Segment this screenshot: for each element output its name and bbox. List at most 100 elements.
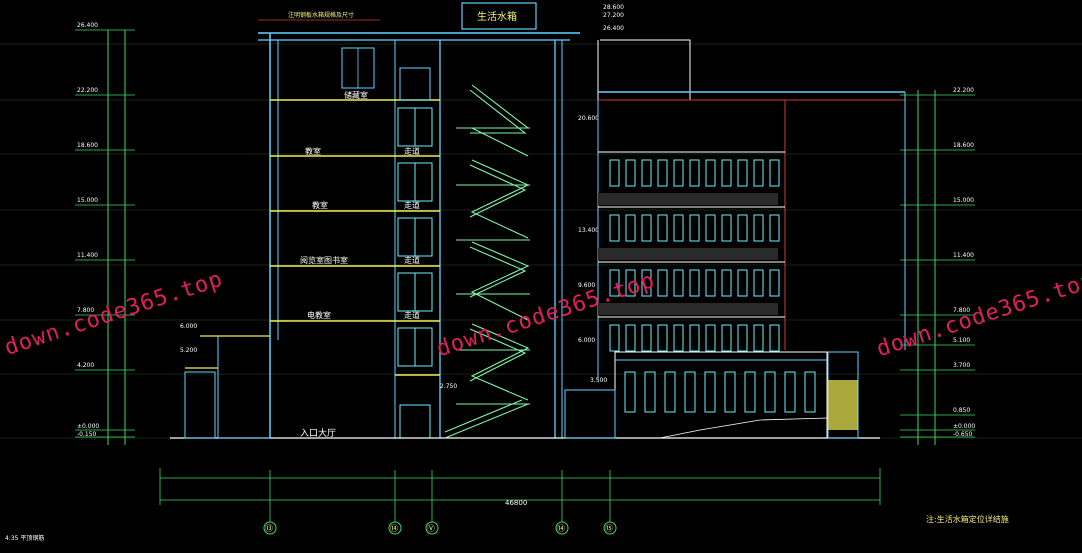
annex-window	[644, 371, 656, 413]
facade-window	[641, 324, 652, 352]
elev-right-0: 22.200	[953, 87, 974, 94]
facade-window	[705, 214, 716, 242]
facade-window	[753, 324, 764, 352]
elev-right-8: ±0.000	[953, 423, 975, 430]
facade-windows	[609, 159, 780, 352]
elev-left-3: 15.000	[77, 197, 98, 204]
facade-window	[689, 324, 700, 352]
facade-window	[641, 214, 652, 242]
total-dimension: 46800	[505, 499, 527, 507]
mid-elev-5: 3.500	[590, 377, 607, 384]
elev-left-0: 26.400	[77, 22, 98, 29]
mid-elev-4: 2.750	[440, 383, 457, 390]
facade-window	[769, 214, 780, 242]
elev-right-1: 18.600	[953, 142, 974, 149]
entrance-hall-label: 入口大厅	[300, 427, 336, 439]
annex-window	[804, 371, 816, 413]
annex-windows	[624, 371, 816, 413]
corridor-label-2: 走道	[404, 200, 420, 210]
room-label-3: 阅览室图书室	[300, 255, 348, 265]
elev-left-4: 11.400	[77, 252, 98, 259]
elev-right-6: 3.700	[953, 362, 970, 369]
mid-elev-7: 5.200	[180, 347, 197, 354]
annex-window	[664, 371, 676, 413]
facade-window	[753, 159, 764, 187]
facade-window	[641, 269, 652, 297]
stair	[444, 84, 530, 439]
facade-window	[705, 269, 716, 297]
facade-window	[609, 269, 620, 297]
facade-window	[657, 324, 668, 352]
facade-window	[609, 324, 620, 352]
facade-block	[564, 39, 906, 439]
facade-window	[625, 214, 636, 242]
facade-window	[673, 159, 684, 187]
room-label-2: 教室	[312, 200, 328, 210]
annex-window	[724, 371, 736, 413]
facade-window	[673, 324, 684, 352]
axis-label-1: ⑭	[390, 524, 398, 533]
elev-right-5: 5.100	[953, 337, 970, 344]
facade-window	[753, 269, 764, 297]
elev-right-4: 7.800	[953, 307, 970, 314]
facade-window	[689, 214, 700, 242]
annex-window	[744, 371, 756, 413]
facade-window	[657, 269, 668, 297]
corridor-label-4: 走道	[404, 310, 420, 320]
mid-elev-6: 6.000	[180, 323, 197, 330]
facade-window	[721, 269, 732, 297]
mid-elev-3: 6.000	[578, 337, 595, 344]
axis-label-2: Ⓥ	[427, 524, 435, 533]
facade-window	[641, 159, 652, 187]
facade-window	[705, 324, 716, 352]
facade-window	[689, 269, 700, 297]
mid-elev-1: 13.400	[578, 227, 599, 234]
facade-window	[737, 269, 748, 297]
water-tank: 生活水箱	[461, 2, 537, 30]
bottom-dimensions	[159, 468, 881, 522]
facade-window	[737, 159, 748, 187]
facade-window	[721, 214, 732, 242]
corridor-label-3: 走道	[404, 255, 420, 265]
elev-left-7: ±0.000	[77, 423, 99, 430]
facade-window	[689, 159, 700, 187]
bottom-note: 注:生活水箱定位详结施	[926, 514, 1009, 524]
facade-window	[609, 159, 620, 187]
facade-window	[625, 269, 636, 297]
room-label-1: 教室	[305, 146, 321, 156]
elev-left-1: 22.200	[77, 87, 98, 94]
axis-label-4: ⑮	[605, 524, 613, 533]
facade-window	[705, 159, 716, 187]
annex-window	[684, 371, 696, 413]
right-dimension-column: 22.200 18.600 15.000 11.400 7.800 5.100 …	[900, 87, 975, 445]
elev-top-0: 28.600	[603, 4, 624, 11]
elev-right-2: 15.000	[953, 197, 974, 204]
elev-left-6: 4.200	[77, 362, 94, 369]
elev-right-9: -0.650	[953, 431, 973, 438]
facade-window	[625, 324, 636, 352]
facade-window	[753, 214, 764, 242]
watermark-2: down.code365.top	[434, 268, 658, 362]
facade-window	[769, 269, 780, 297]
room-label-4: 电教室	[307, 310, 331, 320]
axis-label-3: ⑭	[557, 524, 565, 533]
facade-window	[769, 159, 780, 187]
elev-left-8: -0.150	[77, 431, 97, 438]
annex-window	[764, 371, 776, 413]
facade-window	[769, 324, 780, 352]
facade-window	[673, 269, 684, 297]
top-note: 注明钢板水箱规格及尺寸	[288, 11, 354, 19]
elev-top-2: 26.400	[603, 25, 624, 32]
facade-window	[721, 159, 732, 187]
elev-left-5: 7.800	[77, 307, 94, 314]
guide-lines	[0, 43, 1082, 439]
elev-right-7: 0.850	[953, 407, 970, 414]
mid-elev-2: 9.600	[578, 282, 595, 289]
storage-room-label: 储藏室	[344, 90, 368, 100]
legend-note: 4:35 平顶钢筋	[5, 534, 44, 542]
axis-label-0: ⑬	[265, 524, 273, 533]
facade-window	[673, 214, 684, 242]
elev-left-2: 18.600	[77, 142, 98, 149]
